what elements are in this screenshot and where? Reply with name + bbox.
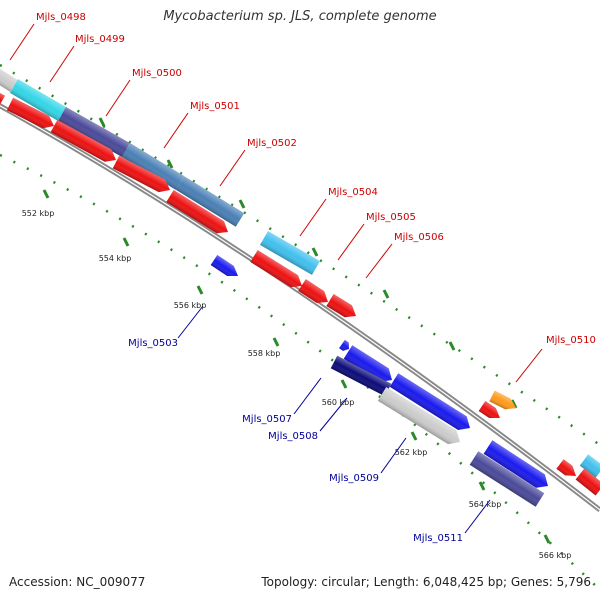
major-tick — [238, 199, 246, 209]
major-tick — [448, 341, 456, 351]
leader-line — [105, 79, 131, 117]
gene-label-mjls-0503[interactable]: Mjls_0503 — [128, 338, 178, 349]
major-tick — [122, 237, 130, 247]
gene-feature-mjls-0505 — [250, 250, 303, 288]
tick-label: 564 kbp — [469, 500, 502, 509]
gene-feature-mjls-0501 — [121, 143, 185, 190]
gene-feature-blue-upper — [343, 345, 392, 382]
tick-label: 566 kbp — [539, 551, 572, 560]
gene-feature-mjls-0507 — [330, 355, 392, 397]
tick-ring-inner — [0, 153, 600, 591]
gene-feature-mjls-0511 — [469, 451, 545, 507]
leader-line — [515, 348, 543, 383]
major-tick — [311, 247, 319, 257]
genome-backbone — [0, 102, 600, 512]
leader-line — [293, 377, 322, 415]
major-tick — [166, 159, 174, 169]
gene-feature-mjls-0508 — [389, 373, 470, 430]
leader-line — [177, 305, 204, 339]
gene-label-mjls-0502[interactable]: Mjls_0502 — [247, 138, 297, 149]
gene-label-mjls-0505[interactable]: Mjls_0505 — [366, 212, 416, 223]
gene-feature-blue-small — [339, 339, 350, 351]
major-tick — [98, 117, 106, 127]
gene-label-mjls-0498[interactable]: Mjls_0498 — [36, 12, 86, 23]
gene-feature-red-0505b — [298, 279, 328, 303]
leader-line — [365, 243, 393, 279]
leader-line — [163, 112, 189, 149]
gene-label-mjls-0504[interactable]: Mjls_0504 — [328, 187, 378, 198]
gene-label-mjls-0509[interactable]: Mjls_0509 — [329, 473, 379, 484]
label-leaders — [9, 23, 543, 534]
tick-label: 556 kbp — [174, 301, 207, 310]
major-tick — [340, 379, 348, 389]
major-tick — [410, 431, 418, 441]
gene-label-mjls-0508[interactable]: Mjls_0508 — [268, 431, 318, 442]
gene-feature-blue-lower — [483, 440, 549, 488]
gene-feature-mjls-0503 — [210, 255, 238, 276]
major-tick — [382, 289, 390, 299]
gene-labels: Mjls_0498Mjls_0499Mjls_0500Mjls_0501Mjls… — [36, 12, 596, 544]
gene-feature-red-3 — [112, 155, 170, 193]
gene-features — [0, 68, 600, 507]
genome-summary-text: Topology: circular; Length: 6,048,425 bp… — [261, 575, 591, 589]
leader-line — [219, 149, 246, 187]
tick-label: 558 kbp — [248, 349, 281, 358]
major-ticks — [42, 117, 551, 544]
gene-feature-red-2 — [50, 119, 117, 162]
leader-line — [337, 223, 365, 261]
major-tick — [543, 534, 551, 544]
leader-line — [49, 45, 75, 83]
gene-feature-red-right-2 — [575, 468, 600, 496]
tick-label: 554 kbp — [99, 254, 132, 263]
leader-line — [9, 23, 35, 61]
gene-label-mjls-0506[interactable]: Mjls_0506 — [394, 232, 444, 243]
gene-label-mjls-0501[interactable]: Mjls_0501 — [190, 101, 240, 112]
major-tick — [42, 189, 50, 199]
tick-label: 562 kbp — [395, 448, 428, 457]
tick-label: 552 kbp — [22, 209, 55, 218]
major-tick — [196, 285, 204, 295]
gene-feature-mjls-0509 — [377, 387, 460, 445]
gene-label-mjls-0500[interactable]: Mjls_0500 — [132, 68, 182, 79]
gene-feature-mjls-0502 — [175, 176, 245, 227]
gene-feature-red-4 — [166, 190, 229, 234]
gene-feature-sky-right — [579, 454, 600, 478]
accession-text: Accession: NC_009077 — [9, 575, 146, 589]
major-tick — [510, 399, 518, 409]
gene-feature-mjls-0499 — [6, 97, 55, 129]
gene-feature-red-0510b — [478, 401, 500, 418]
leader-line — [319, 397, 348, 432]
gene-label-mjls-0507[interactable]: Mjls_0507 — [242, 414, 292, 425]
gene-feature-red-right — [556, 459, 577, 476]
gene-feature-mjls-0510 — [489, 390, 516, 410]
tick-label: 560 kbp — [322, 398, 355, 407]
leader-line — [380, 437, 407, 474]
leader-line — [299, 198, 327, 237]
gene-feature-mjls-0504 — [260, 231, 320, 275]
gene-feature-mjls-0506 — [326, 294, 357, 318]
gene-label-mjls-0511[interactable]: Mjls_0511 — [413, 533, 463, 544]
major-tick — [478, 481, 486, 491]
gene-label-mjls-0499[interactable]: Mjls_0499 — [75, 34, 125, 45]
major-tick — [272, 337, 280, 347]
gene-feature-red-left — [0, 91, 5, 107]
gene-label-mjls-0510[interactable]: Mjls_0510 — [546, 335, 596, 346]
leader-line — [464, 499, 491, 534]
tick-labels: 552 kbp 554 kbp 556 kbp 558 kbp 560 kbp 562 k… — [22, 209, 572, 560]
gene-feature-mjls-0498 — [9, 79, 67, 121]
gene-feature-mjls-0500 — [58, 107, 130, 157]
map-title: Mycobacterium sp. JLS, complete genome — [163, 9, 437, 24]
gene-feature-gray-left — [0, 68, 18, 92]
